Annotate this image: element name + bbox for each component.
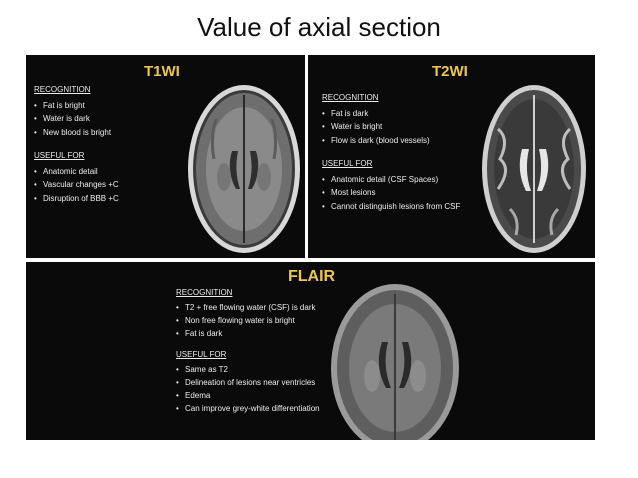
useful-for-heading: USEFUL FOR (322, 159, 373, 168)
list-item: Vascular changes +C (34, 178, 119, 192)
panel-title-t2wi: T2WI (432, 63, 468, 80)
panel-title-flair: FLAIR (288, 268, 336, 285)
t1wi-text: RECOGNITION Fat is bright Water is dark … (34, 83, 119, 215)
t1wi-brain-image (188, 85, 300, 253)
list-item: Disruption of BBB +C (34, 192, 119, 206)
panel-title-t1wi: T1WI (144, 63, 180, 80)
t1wi-panel: T1WI RECOGNITION Fat is bright Water is … (26, 55, 305, 258)
list-item: Same as T2 (176, 363, 320, 376)
list-item: Flow is dark (blood vessels) (322, 134, 460, 148)
list-item: New blood is bright (34, 126, 119, 140)
recognition-heading: RECOGNITION (176, 288, 233, 297)
list-item: Anatomic detail (CSF Spaces) (322, 173, 460, 187)
list-item: Can improve grey-white differentiation (176, 402, 320, 415)
recognition-heading: RECOGNITION (34, 85, 91, 94)
list-item: Water is dark (34, 112, 119, 126)
useful-for-heading: USEFUL FOR (176, 350, 227, 359)
list-item: Water is bright (322, 120, 460, 134)
list-item: Most lesions (322, 186, 460, 200)
list-item: Delineation of lesions near ventricles (176, 376, 320, 389)
list-item: T2 + free flowing water (CSF) is dark (176, 301, 320, 314)
list-item: Non free flowing water is bright (176, 314, 320, 327)
flair-text: RECOGNITION T2 + free flowing water (CSF… (176, 286, 320, 425)
recognition-heading: RECOGNITION (322, 93, 379, 102)
list-item: Fat is dark (322, 107, 460, 121)
t2wi-text: RECOGNITION Fat is dark Water is bright … (322, 91, 460, 223)
list-item: Fat is dark (176, 327, 320, 340)
list-item: Cannot distinguish lesions from CSF (322, 200, 460, 214)
useful-for-heading: USEFUL FOR (34, 151, 85, 160)
slide-title: Value of axial section (197, 12, 441, 42)
t2wi-brain-image (482, 85, 586, 253)
list-item: Anatomic detail (34, 165, 119, 179)
t2wi-panel: T2WI RECOGNITION Fat is dark Water is br… (308, 55, 595, 258)
list-item: Fat is bright (34, 99, 119, 113)
flair-brain-image (331, 284, 459, 440)
flair-panel: FLAIR RECOGNITION T2 + free flowing wate… (26, 262, 595, 440)
list-item: Edema (176, 389, 320, 402)
